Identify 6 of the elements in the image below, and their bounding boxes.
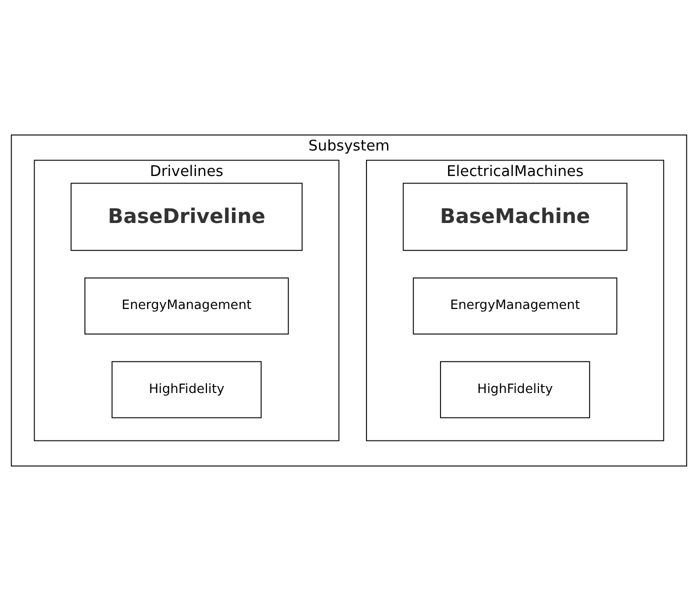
node-box: EnergyManagement [412, 278, 617, 335]
node-box: HighFidelity [111, 361, 262, 418]
node-box: BaseDriveline [70, 182, 302, 251]
node-box: HighFidelity [440, 361, 590, 418]
node-box: EnergyManagement [84, 278, 288, 335]
node-box: BaseMachine [402, 182, 627, 251]
